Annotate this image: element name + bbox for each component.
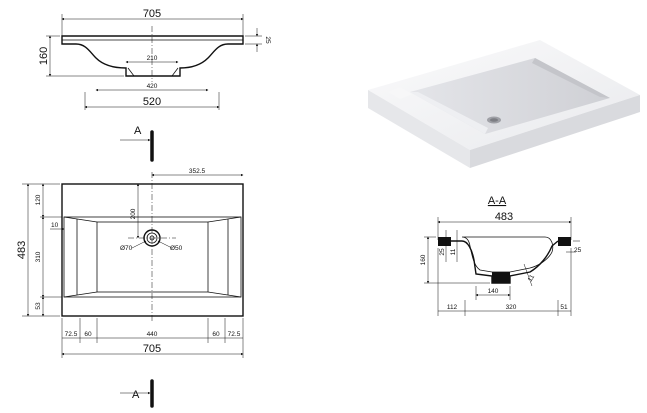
dim-hole-50: Ø50 <box>170 245 183 252</box>
dim-section-bottom-0: 112 <box>447 304 458 311</box>
dim-half-width: 352.5 <box>189 168 206 175</box>
dim-section-right-edge: 25 <box>574 247 582 254</box>
dim-plan-height: 483 <box>16 241 28 259</box>
dim-drain-offset: 200 <box>130 208 137 219</box>
section-title: A-A <box>488 195 507 207</box>
drain-outer-ring <box>143 229 161 247</box>
dim-front: 53 <box>35 302 42 310</box>
plan-outline <box>61 183 244 317</box>
plan-corner-tl <box>63 216 98 223</box>
dim-section-bottom-1: 320 <box>506 304 517 311</box>
basin-front-edge <box>368 90 470 168</box>
front-view: 705 160 25 210 420 520 <box>38 8 271 110</box>
plan-corner-br <box>207 291 242 298</box>
plan-view: 352.5 483 120 310 53 10 200 Ø70 Ø50 72.5… <box>16 168 244 358</box>
dim-plan-total-width: 705 <box>143 343 161 355</box>
section-view: A-A 483 160 25 11 25 11 140 112 320 <box>420 195 582 316</box>
dim-section-height: 160 <box>420 254 427 265</box>
dim-bottom-1: 60 <box>84 331 92 338</box>
dim-bottom-0: 72.5 <box>65 331 78 338</box>
dim-edge: 25 <box>264 36 271 44</box>
drain-inner-ring <box>146 232 158 244</box>
dim-bowl-bottom: 420 <box>147 83 158 90</box>
basin-tap-platform <box>388 87 412 99</box>
section-marker-bottom: A <box>120 379 154 408</box>
plan-bowl-floor <box>96 221 209 293</box>
leader-70 <box>131 240 147 249</box>
dim-front-height: 160 <box>38 47 50 65</box>
dim-section-rim: 25 <box>439 248 446 256</box>
section-rim-left <box>438 237 451 246</box>
plan-corner-tr <box>207 216 242 223</box>
basin-bowl-back-wall <box>532 58 610 98</box>
drain-center <box>149 235 155 241</box>
dim-section-inner: 11 <box>450 248 457 255</box>
dim-section-width: 483 <box>495 211 513 223</box>
section-letter-bottom: A <box>132 389 140 401</box>
dim-bottom-4: 72.5 <box>228 331 241 338</box>
section-marker-top: A <box>120 125 154 162</box>
dim-bowl-depth: 310 <box>35 251 42 262</box>
plan-bowl-outer <box>63 216 242 298</box>
dim-drain: 210 <box>147 55 158 62</box>
basin-bowl-front-wall <box>410 92 488 134</box>
dim-bottom-3: 60 <box>212 331 220 338</box>
drain-bump <box>127 67 179 77</box>
dim-top-width: 705 <box>143 8 161 20</box>
section-rim-right <box>558 237 571 246</box>
dim-bottom-2: 440 <box>147 331 158 338</box>
basin-3d-illustration <box>368 40 640 168</box>
leader-11 <box>523 263 533 287</box>
dim-bowl-top: 520 <box>143 96 161 108</box>
dim-section-slope: 11 <box>527 273 537 283</box>
basin-profile <box>61 35 244 77</box>
dim-section-drain: 140 <box>488 288 499 295</box>
dim-hole-70: Ø70 <box>120 245 133 252</box>
basin-right-edge <box>470 95 640 168</box>
basin-drain-core <box>490 118 498 122</box>
section-letter-top: A <box>134 125 142 137</box>
dim-back: 120 <box>35 194 42 205</box>
dim-side: 10 <box>51 222 59 229</box>
dim-section-bottom-2: 51 <box>560 304 568 311</box>
section-drain <box>492 272 510 283</box>
plan-corner-bl <box>63 291 98 298</box>
leader-50 <box>157 240 173 249</box>
